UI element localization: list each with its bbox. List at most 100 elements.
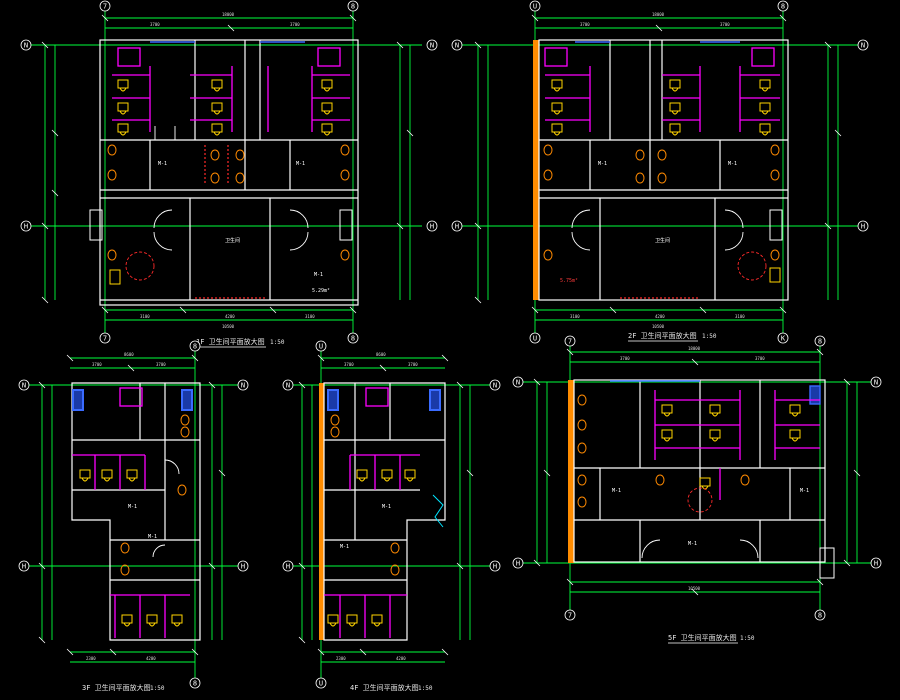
plan-1f-doors bbox=[125, 126, 309, 281]
plan-4f-walls bbox=[323, 382, 446, 641]
plan-4f-toilet-fixtures bbox=[327, 469, 416, 627]
plan-1f-room-label-0: 卫生间 bbox=[225, 237, 240, 244]
plan-1f-room-label-3: M-1 bbox=[314, 272, 323, 278]
svg-text:2300: 2300 bbox=[336, 656, 346, 661]
svg-text:3100: 3100 bbox=[305, 314, 315, 319]
plan-2f-room-label-0: 卫生间 bbox=[655, 237, 670, 244]
plan-5f-axis-right-1: H bbox=[874, 560, 878, 568]
plan-4f-orange-strip bbox=[319, 383, 324, 640]
plan-5f-doors bbox=[641, 487, 759, 559]
plan-4f-dimension-ticks bbox=[298, 354, 474, 656]
plan-3f-title: 3F 卫生间平面放大图 bbox=[82, 683, 151, 692]
plan-3f-walls bbox=[71, 382, 201, 641]
plan-2f-walls bbox=[538, 39, 789, 301]
svg-text:2300: 2300 bbox=[86, 656, 96, 661]
plan-3f-scale: 1:50 bbox=[150, 685, 165, 692]
plan-5f-axis-left-1: H bbox=[516, 560, 520, 568]
svg-text:3700: 3700 bbox=[408, 362, 418, 367]
plan-2f-doors bbox=[571, 209, 767, 281]
plan-3f-dimension-ticks bbox=[38, 354, 226, 656]
plan-5f-room-label-2: M-1 bbox=[800, 488, 809, 494]
svg-text:3700: 3700 bbox=[150, 22, 160, 27]
svg-text:3700: 3700 bbox=[156, 362, 166, 367]
plan-1f-axis-grid bbox=[30, 8, 422, 335]
plan-2f-basins bbox=[543, 144, 780, 261]
plan-4f-scale: 1:50 bbox=[418, 685, 433, 692]
plan-4f-axis-right-1: H bbox=[493, 563, 497, 571]
plan-2f-axis-left-1: H bbox=[455, 223, 459, 231]
svg-text:18000: 18000 bbox=[222, 12, 235, 17]
svg-text:8600: 8600 bbox=[124, 352, 134, 357]
svg-text:4200: 4200 bbox=[655, 314, 665, 319]
svg-text:3700: 3700 bbox=[620, 356, 630, 361]
plan-4f-axis-left-0: N bbox=[286, 382, 290, 390]
svg-text:3700: 3700 bbox=[92, 362, 102, 367]
svg-text:3700: 3700 bbox=[580, 22, 590, 27]
plan-1f-wall-stubs bbox=[89, 209, 353, 241]
plan-4f-axis-right-0: N bbox=[493, 382, 497, 390]
plan-2f-axis-bottom-1: K bbox=[781, 335, 786, 343]
plan-4f-axis-left-1: H bbox=[286, 563, 290, 571]
plan-2f-axis-bubbles: U 8 N H N H U K bbox=[451, 0, 869, 344]
plan-4f-basins bbox=[330, 414, 400, 576]
svg-text:3700: 3700 bbox=[344, 362, 354, 367]
plan-4f-room-label-1: M-1 bbox=[340, 544, 349, 550]
plan-3f-axis-left-1: H bbox=[22, 563, 26, 571]
plan-2f-area-label: 5.75m² bbox=[560, 278, 578, 284]
svg-text:4200: 4200 bbox=[225, 314, 235, 319]
plan-1f[interactable]: 18000 3700 3700 3100 4200 3100 10500 bbox=[20, 0, 438, 348]
plan-1f-axis-bottom-1: 8 bbox=[351, 335, 355, 343]
plan-1f-dimension-values: 18000 3700 3700 3100 4200 3100 10500 bbox=[140, 12, 315, 329]
plan-1f-axis-top-1: 8 bbox=[351, 3, 355, 11]
plan-2f-axis-right-1: H bbox=[861, 223, 865, 231]
plan-1f-axis-left-1: H bbox=[24, 223, 28, 231]
plan-1f-walls bbox=[99, 39, 359, 306]
plan-1f-toilet-fixtures bbox=[109, 79, 333, 285]
plan-1f-axis-right-1: H bbox=[430, 223, 434, 231]
plan-3f-axis-grid bbox=[28, 350, 240, 680]
svg-text:10500: 10500 bbox=[222, 324, 235, 329]
plan-5f-orange-strip bbox=[568, 380, 574, 563]
plan-5f-room-label-0: M-1 bbox=[612, 488, 621, 494]
plan-5f-axis-top-1: 8 bbox=[818, 338, 822, 346]
plan-2f-room-label-2: M-1 bbox=[728, 161, 737, 167]
plan-1f-axis-top-0: 7 bbox=[103, 3, 107, 11]
plan-3f[interactable]: 8600 3700 3700 2300 4200 bbox=[18, 340, 249, 692]
plan-3f-axis-left-0: N bbox=[22, 382, 26, 390]
plan-1f-partitions bbox=[112, 47, 350, 132]
plan-1f-area-label: 5.29m² bbox=[312, 288, 330, 294]
plan-3f-toilet-fixtures bbox=[79, 469, 183, 627]
plan-5f-axis-left-0: N bbox=[516, 379, 520, 387]
svg-text:3100: 3100 bbox=[570, 314, 580, 319]
plan-1f-axis-bottom-0: 7 bbox=[103, 335, 107, 343]
svg-text:18000: 18000 bbox=[688, 346, 701, 351]
svg-text:3100: 3100 bbox=[140, 314, 150, 319]
plan-3f-basins bbox=[120, 414, 190, 576]
plan-1f-axis-bubbles: 7 8 N H N H 7 8 bbox=[20, 0, 438, 344]
plan-5f-axis-bottom-1: 8 bbox=[818, 612, 822, 620]
plan-3f-dimension-values: 8600 3700 3700 2300 4200 bbox=[86, 352, 166, 661]
plan-5f-toilet-fixtures bbox=[661, 404, 801, 490]
plan-2f-partitions bbox=[544, 47, 780, 132]
plan-3f-room-label-1: M-1 bbox=[148, 534, 157, 540]
svg-text:4200: 4200 bbox=[146, 656, 156, 661]
plan-4f-room-label-0: M-1 bbox=[382, 504, 391, 510]
svg-text:3700: 3700 bbox=[290, 22, 300, 27]
svg-text:18000: 18000 bbox=[652, 12, 665, 17]
plan-2f-axis-left-0: N bbox=[455, 42, 459, 50]
plan-1f-scale: 1:50 bbox=[270, 339, 285, 346]
plan-4f-blue-walls bbox=[327, 389, 441, 411]
plan-5f-walls bbox=[573, 379, 826, 563]
plan-3f-axis-bottom-0: 8 bbox=[193, 680, 197, 688]
plan-5f-room-label-1: M-1 bbox=[688, 541, 697, 547]
plan-5f-axis-bubbles: 7 8 N H N H 7 8 bbox=[512, 335, 882, 621]
plan-1f-axis-right-0: N bbox=[430, 42, 434, 50]
plan-1f-room-label-1: M-1 bbox=[158, 161, 167, 167]
plan-2f-axis-right-0: N bbox=[861, 42, 865, 50]
plan-5f-basins bbox=[577, 394, 750, 508]
